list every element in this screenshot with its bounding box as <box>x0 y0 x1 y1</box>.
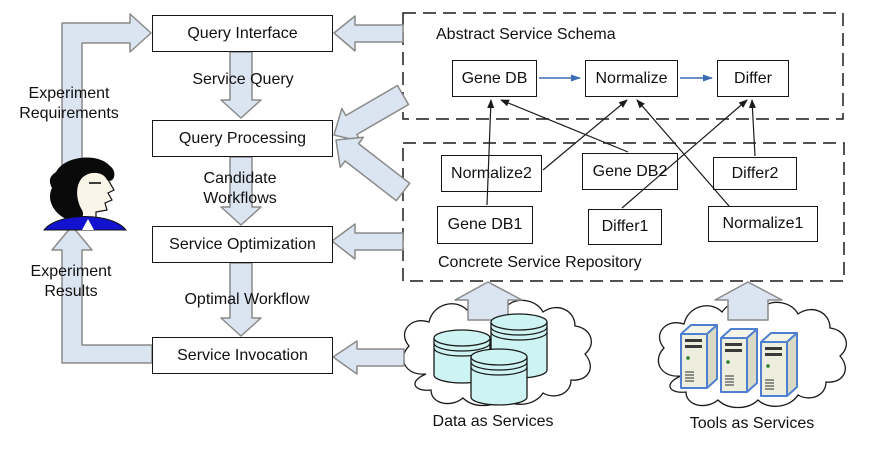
genedb2-mapping-line <box>500 99 629 153</box>
abstract-normalize-label: Normalize <box>595 69 668 87</box>
concrete-gene-db1-label: Gene DB1 <box>447 216 523 233</box>
cylinder-back-right <box>490 313 548 379</box>
server-tower-3 <box>760 332 798 397</box>
server-tower-2 <box>720 328 758 393</box>
cylinder-front <box>470 348 528 406</box>
concrete-normalize1-box: Normalize1 <box>708 206 818 242</box>
collar-notch <box>82 219 94 230</box>
query-interface-box: Query Interface <box>152 15 333 52</box>
concrete-gene-db1-box: Gene DB1 <box>437 206 533 244</box>
concrete-differ2-label: Differ2 <box>731 164 779 182</box>
abstract-gene-db-box: Gene DB <box>452 60 537 97</box>
server-tower-icon <box>680 324 798 397</box>
service-invocation-label: Service Invocation <box>177 346 308 364</box>
user-profile-icon <box>42 157 128 231</box>
abstract-normalize-box: Normalize <box>585 60 678 97</box>
concrete-gene-db2-label: Gene DB2 <box>592 162 668 180</box>
abstract-differ-box: Differ <box>717 60 789 97</box>
concrete-gene-db2-box: Gene DB2 <box>582 153 678 190</box>
collar <box>42 216 128 231</box>
abstract-differ-label: Differ <box>734 69 772 87</box>
service-query-label: Service Query <box>192 71 294 88</box>
experiment-results-label: Experiment Results <box>30 263 112 300</box>
query-processing-box: Query Processing <box>152 120 333 157</box>
concrete-differ1-label: Differ1 <box>601 218 649 235</box>
concrete-repository-title: Concrete Service Repository <box>438 254 642 271</box>
concrete-normalize2-label: Normalize2 <box>451 164 532 182</box>
schema-to-query-processing-arrow <box>333 84 410 143</box>
service-optimization-box: Service Optimization <box>152 226 333 263</box>
repository-to-query-processing-arrow <box>335 136 411 202</box>
service-invocation-box: Service Invocation <box>152 337 333 374</box>
candidate-workflows-label: Candidate Workflows <box>203 170 277 207</box>
tools-as-services-label: Tools as Services <box>689 415 815 432</box>
data-cloud-icon <box>402 298 592 407</box>
schema-to-query-interface-arrow <box>333 15 404 52</box>
tools-cloud-icon <box>657 300 847 409</box>
hair <box>49 157 115 222</box>
optimal-workflow-label: Optimal Workflow <box>184 291 310 308</box>
abstract-schema-title: Abstract Service Schema <box>436 26 616 43</box>
datacloud-to-service-invocation-arrow <box>332 340 405 375</box>
database-cylinder-icon <box>433 313 548 406</box>
concrete-normalize2-box: Normalize2 <box>441 155 542 192</box>
data-as-services-label: Data as Services <box>432 413 554 430</box>
repository-to-service-optimization-arrow <box>331 223 404 260</box>
concrete-normalize1-label: Normalize1 <box>722 215 804 232</box>
service-optimization-label: Service Optimization <box>169 235 316 253</box>
query-processing-label: Query Processing <box>178 129 307 147</box>
concrete-differ1-box: Differ1 <box>588 209 662 245</box>
toolscloud-to-repository-arrow <box>714 281 783 321</box>
query-interface-label: Query Interface <box>187 24 298 42</box>
differ2-mapping-line <box>748 99 756 157</box>
experiment-requirements-label: Experiment Requirements <box>19 85 119 122</box>
server-tower-1 <box>680 324 718 389</box>
cylinder-back-left <box>433 329 491 384</box>
concrete-differ2-box: Differ2 <box>713 157 797 190</box>
datacloud-to-repository-arrow <box>454 281 523 321</box>
abstract-gene-db-label: Gene DB <box>461 69 528 87</box>
